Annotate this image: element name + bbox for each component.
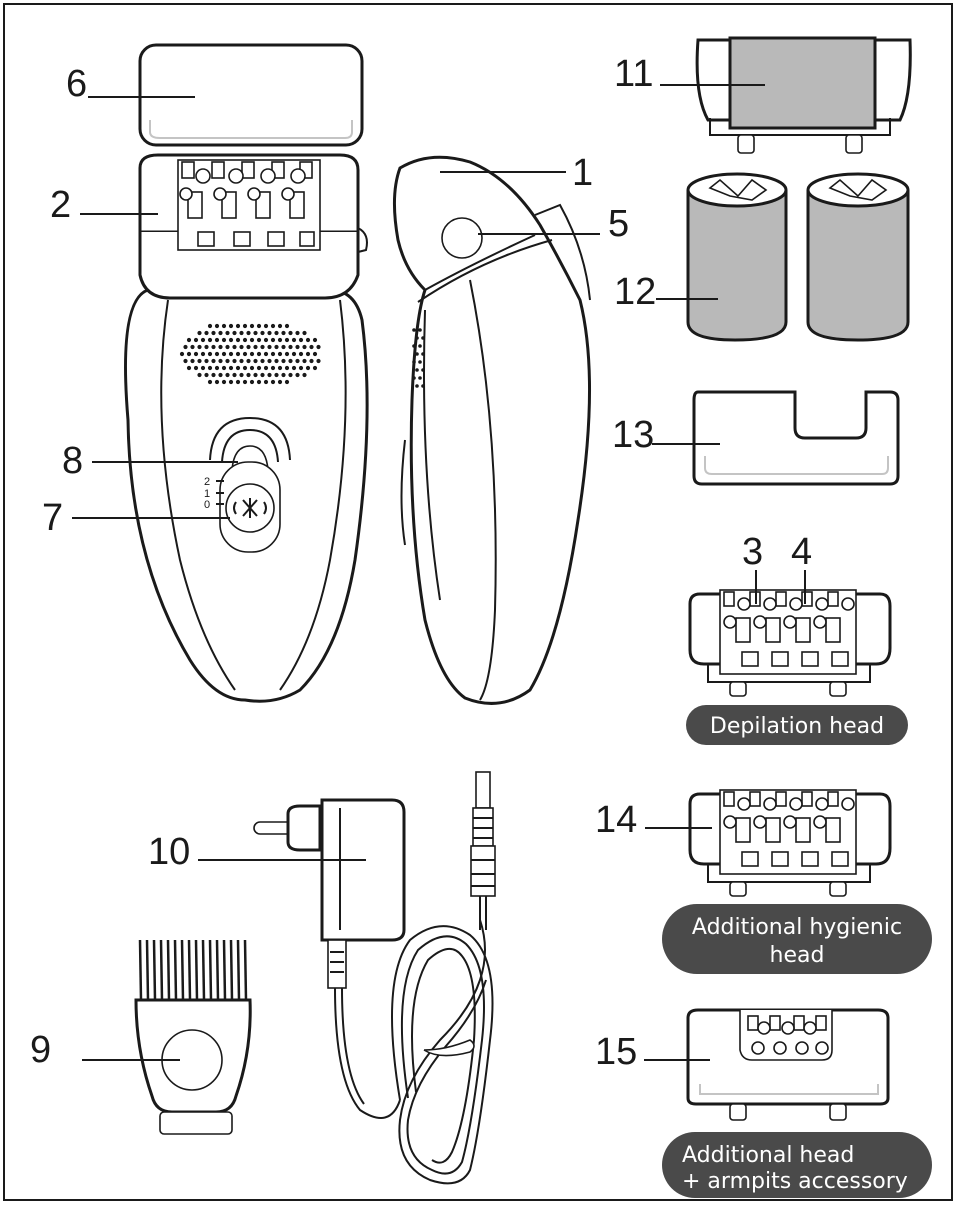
callout-9: 9	[30, 1029, 51, 1071]
cleaning-brush-9	[134, 939, 252, 1135]
epilator-side	[392, 155, 592, 705]
callout-8: 8	[62, 440, 83, 482]
diagram-border	[3, 3, 953, 1201]
svg-text:+ armpits accessory: + armpits accessory	[682, 1169, 908, 1194]
callout-10: 10	[148, 831, 190, 873]
callout-1: 1	[572, 152, 593, 194]
callout-7: 7	[42, 497, 63, 539]
svg-text:head: head	[770, 943, 825, 968]
armpits-head	[686, 1008, 890, 1121]
switch-scale-2: 2	[204, 476, 210, 488]
brush-bristles	[138, 939, 248, 1001]
protective-cap-6	[138, 43, 364, 147]
cap-13	[692, 390, 900, 486]
epilator-front-discs	[179, 161, 315, 247]
callout-14: 14	[595, 799, 637, 841]
light-icon	[233, 498, 267, 518]
callout-11: 11	[614, 53, 653, 95]
svg-text:Additional hygienic: Additional hygienic	[692, 915, 902, 940]
caption-hygienic: Additional hygienic head	[662, 904, 932, 974]
callout-5: 5	[608, 203, 629, 245]
caption-depilation: Depilation head	[686, 705, 908, 745]
cap-11	[695, 36, 912, 154]
svg-text:Additional head: Additional head	[682, 1143, 854, 1168]
charger-10	[253, 771, 496, 1185]
side-grille	[412, 328, 425, 388]
callout-4: 4	[791, 531, 812, 573]
switch-scale-1: 1	[204, 488, 210, 500]
callout-2: 2	[50, 184, 71, 226]
callout-12: 12	[614, 271, 656, 313]
svg-text:Depilation head: Depilation head	[710, 714, 884, 739]
switch-scale-0: 0	[204, 499, 210, 511]
roller-cap-12a	[686, 172, 788, 342]
callout-6: 6	[66, 63, 87, 105]
roller-cap-12b	[806, 172, 910, 342]
callout-3: 3	[742, 531, 763, 573]
vent-grille	[179, 323, 321, 385]
depilation-head	[688, 589, 892, 697]
callout-15: 15	[595, 1031, 637, 1073]
callout-13: 13	[612, 414, 654, 456]
caption-armpits: Additional head + armpits accessory	[662, 1132, 932, 1198]
epilator-front: 2 1 0	[124, 153, 369, 703]
hygienic-head	[688, 789, 892, 897]
